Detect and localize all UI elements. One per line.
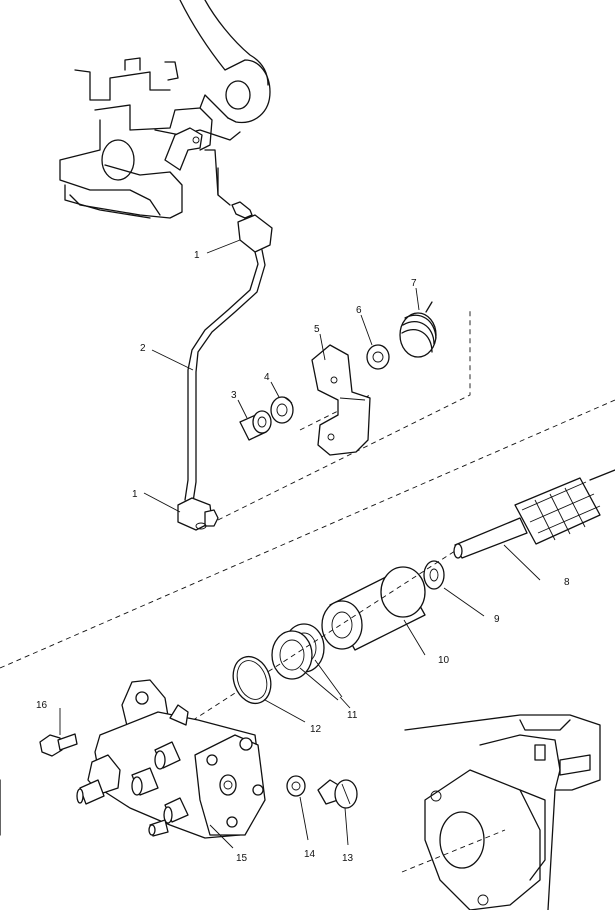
leader-lines [59,239,541,849]
callout-16: 16 [36,700,48,711]
part-16-bolt [39,733,78,757]
callout-10: 10 [438,655,450,666]
part-6-washer [366,344,390,370]
callout-5: 5 [314,324,320,335]
part-13-plug [317,779,358,809]
callout-2: 2 [140,343,146,354]
part-10-sleeve [321,566,426,651]
callout-15: 15 [236,853,248,864]
part-15-pump-body [76,679,266,839]
callout-12: 12 [310,724,322,735]
part-3-bushing [239,410,272,441]
guide-line-upper [217,310,471,521]
callout-9: 9 [494,614,500,625]
engine-casting-top [59,0,271,219]
callout-3: 3 [231,390,237,401]
callout-6: 6 [356,305,362,316]
part-11-seals [271,623,343,701]
part-8-shaft [453,469,615,559]
callout-labels: 1 2 1 3 4 5 6 7 8 9 10 11 12 13 14 15 16 [36,250,570,864]
part-7-spring [399,301,437,358]
part-9-washer [423,560,445,590]
part-5-bracket [311,344,371,456]
callout-1-lower: 1 [132,489,138,500]
fuel-line-assembly [177,167,273,531]
callout-4: 4 [264,372,270,383]
callout-1-upper: 1 [194,250,200,261]
callout-14: 14 [304,849,316,860]
part-4-clip [270,396,294,424]
part-14-washer [286,775,306,797]
callout-11: 11 [347,710,358,721]
guide-line-lower [0,399,615,669]
guide-line-shaft [169,550,456,736]
callout-7: 7 [411,278,417,289]
part-12-o-ring [232,655,272,705]
callout-8: 8 [564,577,570,588]
callout-13: 13 [342,853,354,864]
engine-casting-bottom [0,714,601,910]
